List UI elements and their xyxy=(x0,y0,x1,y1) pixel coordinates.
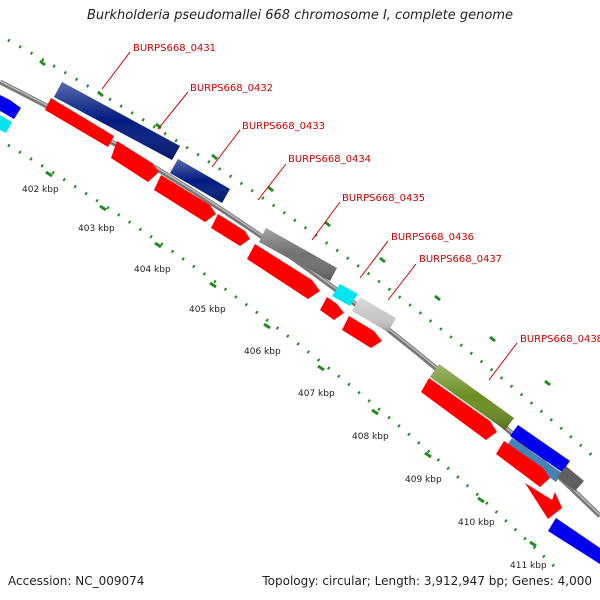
topology-summary: Topology: circular; Length: 3,912,947 bp… xyxy=(262,574,592,588)
cds-arrow[interactable] xyxy=(320,297,344,320)
cds-arrow[interactable] xyxy=(211,214,250,246)
feature-blue-bottom[interactable] xyxy=(548,518,600,564)
gene-label-0433: BURPS668_0433 xyxy=(242,121,325,132)
cds-arrow[interactable] xyxy=(421,378,497,440)
kbp-label-410: 410 kbp xyxy=(458,518,495,528)
kbp-label-408: 408 kbp xyxy=(352,432,389,442)
cds-arrows xyxy=(45,98,562,519)
gene-label-0431: BURPS668_0431 xyxy=(133,43,216,54)
cds-arrow[interactable] xyxy=(111,141,159,182)
gene-label-leaders xyxy=(101,51,518,381)
accession-text: Accession: NC_009074 xyxy=(8,574,145,588)
gene-label-0436: BURPS668_0436 xyxy=(391,232,474,243)
outer-major-ticks xyxy=(39,59,551,387)
kbp-label-404: 404 kbp xyxy=(134,265,171,275)
feature-steelblue-right[interactable] xyxy=(506,438,562,482)
gene-label-0438: BURPS668_0438 xyxy=(520,334,600,345)
feature-left-blue[interactable] xyxy=(0,94,21,119)
map-title: Burkholderia pseudomallei 668 chromosome… xyxy=(86,8,514,23)
feature-left-cyan[interactable] xyxy=(0,114,12,133)
gene-label-0434: BURPS668_0434 xyxy=(288,154,371,165)
cds-arrow[interactable] xyxy=(45,98,114,147)
cds-arrow[interactable] xyxy=(525,483,562,519)
inner-major-ticks xyxy=(45,170,537,548)
gene-label-0437: BURPS668_0437 xyxy=(419,254,502,265)
kbp-label-411: 411 kbp xyxy=(510,561,547,571)
kbp-label-407: 407 kbp xyxy=(298,389,335,399)
kbp-label-402: 402 kbp xyxy=(22,185,59,195)
cds-arrow[interactable] xyxy=(154,175,216,222)
kbp-label-403: 403 kbp xyxy=(78,224,115,234)
kbp-label-406: 406 kbp xyxy=(244,347,281,357)
kbp-label-405: 405 kbp xyxy=(189,305,226,315)
cds-arrow[interactable] xyxy=(247,244,320,299)
inner-tick-ring xyxy=(7,143,562,574)
kbp-label-409: 409 kbp xyxy=(405,475,442,485)
gene-label-0435: BURPS668_0435 xyxy=(342,193,425,204)
feature-cyan-0435[interactable] xyxy=(332,284,358,306)
cds-arrow[interactable] xyxy=(496,441,550,487)
feature-blue-right[interactable] xyxy=(510,425,570,472)
gene-label-0432: BURPS668_0432 xyxy=(190,83,273,94)
feature-darkgray-right[interactable] xyxy=(557,466,584,491)
cds-arrow[interactable] xyxy=(342,316,382,348)
